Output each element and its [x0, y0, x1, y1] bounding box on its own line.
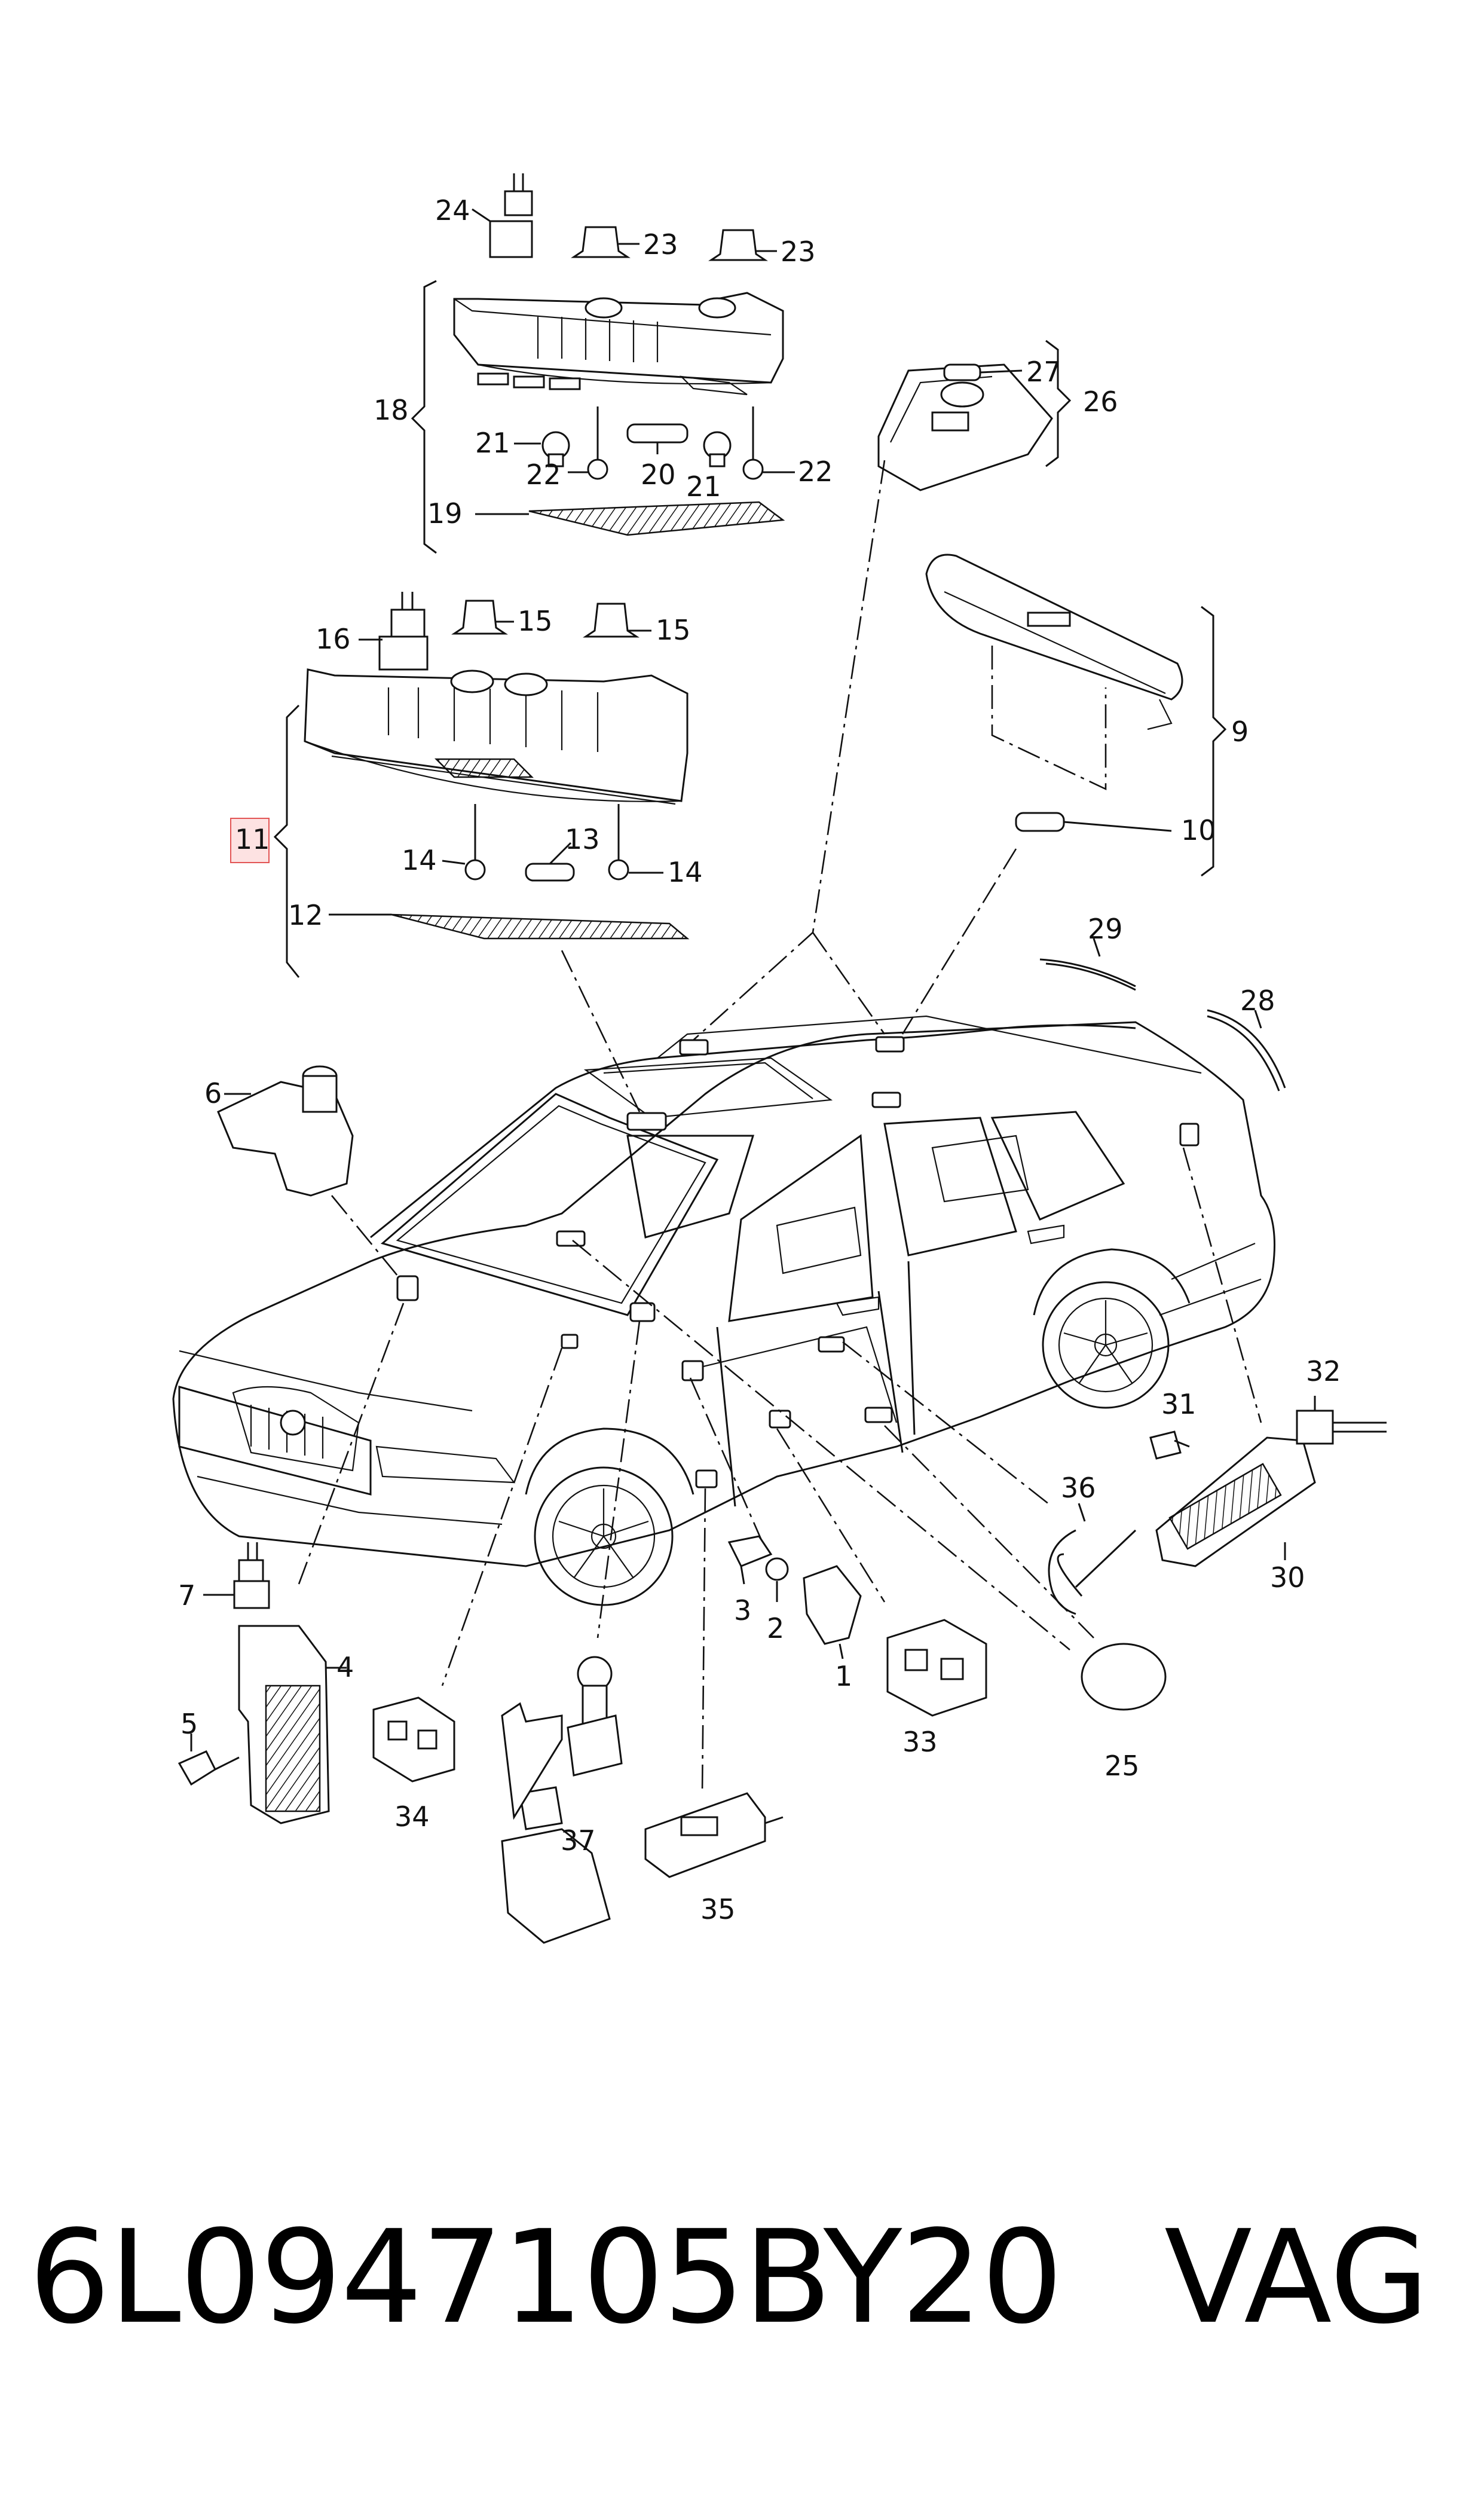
screw-22b	[742, 406, 795, 480]
brand-name: VAG	[1164, 2202, 1430, 2352]
clip-23b	[708, 229, 777, 261]
label-19: 19	[427, 497, 463, 530]
label-20: 20	[641, 458, 676, 491]
label-27: 27	[1026, 356, 1061, 388]
label-7: 7	[178, 1579, 195, 1612]
label-3: 3	[734, 1594, 751, 1627]
highlight-box-11	[230, 818, 270, 863]
label-30: 30	[1270, 1561, 1305, 1594]
label-21a: 21	[475, 427, 510, 459]
reading-light-26	[877, 363, 1053, 491]
bracket-18	[411, 280, 437, 554]
label-15a: 15	[518, 605, 553, 637]
label-11: 11	[235, 823, 270, 855]
clip-15a	[451, 600, 514, 635]
label-36: 36	[1061, 1472, 1096, 1504]
label-18: 18	[374, 394, 409, 426]
screw-22a	[568, 406, 608, 480]
glovebox-light-4	[238, 1625, 347, 1824]
screw-14a	[442, 804, 486, 881]
label-33: 33	[902, 1726, 938, 1758]
rear-light-9	[925, 554, 1183, 730]
part-labels: 24 23 23 18 21 22 20 21 22 19 27 26 16 1…	[178, 194, 1341, 1925]
bulb-10	[1015, 812, 1172, 832]
label-22b: 22	[798, 455, 833, 488]
label-15b: 15	[656, 614, 691, 646]
connector-24	[472, 173, 533, 258]
festoon-bulb-20	[626, 423, 689, 454]
label-10: 10	[1181, 814, 1216, 846]
label-23b: 23	[781, 236, 816, 268]
interior-light-unit-18	[453, 292, 784, 396]
label-16: 16	[316, 623, 351, 655]
label-32: 32	[1306, 1355, 1341, 1387]
cap-25	[1081, 1643, 1167, 1711]
car-locators	[396, 1036, 1200, 1488]
label-35: 35	[700, 1893, 736, 1925]
car-outline	[172, 1015, 1275, 1606]
bracket-11	[273, 704, 300, 978]
label-25: 25	[1104, 1750, 1140, 1782]
interior-light-unit-11	[304, 668, 689, 805]
label-26: 26	[1083, 386, 1118, 418]
label-6: 6	[204, 1077, 222, 1109]
parts-diagram: 24 23 23 18 21 22 20 21 22 19 27 26 16 1…	[172, 173, 1387, 1944]
bracket-9	[1201, 606, 1227, 877]
bracket-26	[1045, 340, 1072, 467]
bulb-27	[943, 363, 1023, 381]
label-34: 34	[394, 1800, 430, 1833]
label-12: 12	[288, 899, 323, 931]
bulb-21b	[703, 431, 732, 467]
connector-16	[359, 592, 429, 671]
trim-29	[1039, 958, 1136, 988]
label-37: 37	[561, 1824, 596, 1857]
festoon-bulb-13	[525, 842, 575, 882]
lens-12	[391, 913, 690, 940]
screw-14b	[608, 804, 663, 881]
bulb-31	[1149, 1430, 1190, 1460]
trunk-light-30	[1155, 1436, 1316, 1567]
switch-33	[886, 1619, 987, 1717]
switch-34	[372, 1696, 455, 1783]
label-29: 29	[1088, 913, 1123, 945]
label-9: 9	[1231, 716, 1249, 748]
bulb-5	[178, 1734, 240, 1786]
label-14b: 14	[668, 856, 703, 888]
connector-32	[1296, 1396, 1387, 1445]
label-24: 24	[435, 194, 470, 227]
label-5: 5	[180, 1708, 198, 1740]
label-1: 1	[835, 1660, 852, 1692]
connector-7	[203, 1542, 270, 1609]
part-number: 6L0947105BY20	[29, 2202, 1063, 2352]
lens-19	[528, 501, 785, 536]
hood-switch-37	[501, 1656, 623, 1944]
door-contact-switch-6	[217, 1065, 354, 1197]
label-13: 13	[565, 823, 600, 855]
seal-28	[1207, 1009, 1286, 1089]
label-4: 4	[336, 1651, 354, 1683]
bulb-21a	[514, 431, 570, 467]
leader-lines	[298, 460, 1262, 1794]
label-21b: 21	[686, 470, 721, 503]
holder-2	[765, 1557, 789, 1602]
label-2: 2	[767, 1612, 784, 1644]
label-28: 28	[1240, 985, 1275, 1017]
clip-23a	[571, 226, 640, 258]
label-31: 31	[1161, 1388, 1197, 1420]
courtesy-lamp-35	[644, 1792, 784, 1878]
lens-1	[803, 1565, 862, 1659]
label-22a: 22	[526, 458, 561, 491]
cable-36	[1048, 1503, 1137, 1615]
label-14a: 14	[402, 844, 437, 876]
label-23a: 23	[643, 228, 678, 261]
bulb-3	[727, 1535, 773, 1585]
clip-15b	[583, 603, 651, 638]
